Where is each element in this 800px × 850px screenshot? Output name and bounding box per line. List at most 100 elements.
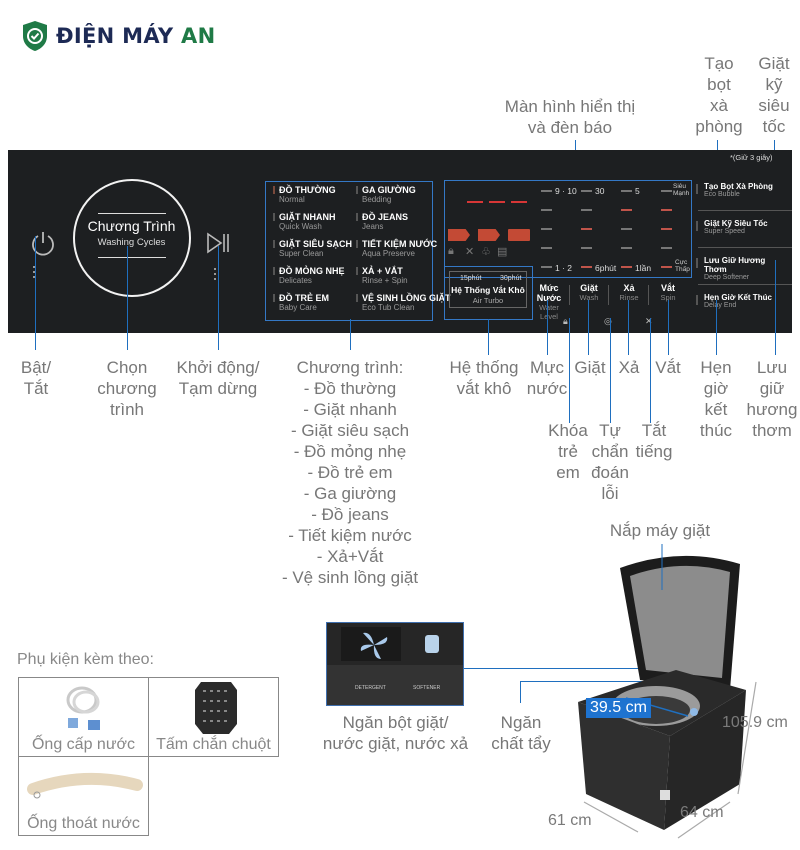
shirt-icon: ♧ bbox=[481, 246, 491, 258]
program-list-item: - Giặt siêu sạch bbox=[290, 421, 410, 440]
program-list-item: - Xả+Vắt bbox=[316, 547, 384, 566]
accessory-drain-hose: Ống thoát nước bbox=[18, 756, 149, 836]
program-indicator bbox=[356, 267, 358, 275]
program-name-en: Jeans bbox=[362, 222, 384, 231]
program-name: XẢ + VẮT bbox=[362, 266, 403, 276]
label-lid: Nắp máy giặt bbox=[609, 521, 711, 540]
program-list-item: - Giặt nhanh bbox=[303, 400, 397, 419]
brand-logo: ĐIỆN MÁY AN bbox=[22, 20, 215, 52]
indicator-light bbox=[581, 228, 592, 230]
dim-depth: 64 cm bbox=[680, 804, 724, 821]
wash-time-high: 30 bbox=[595, 186, 605, 196]
option-indicator bbox=[696, 184, 698, 194]
option-indicator bbox=[696, 258, 698, 268]
spin-stage-icon bbox=[508, 229, 530, 241]
program-list-item: - Đồ trẻ em bbox=[307, 463, 393, 482]
accessory-inlet-hose: Ống cấp nước bbox=[18, 677, 149, 757]
shield-check-icon bbox=[23, 21, 47, 51]
power-icon[interactable] bbox=[30, 230, 56, 256]
program-name: ĐỒ MỎNG NHẸ bbox=[279, 266, 345, 276]
rinse-count-high: 5 bbox=[635, 186, 640, 196]
brand-name: ĐIỆN MÁY AN bbox=[56, 24, 216, 48]
self-diagnosis-icon: ◎ bbox=[604, 316, 612, 326]
air-turbo-button[interactable]: 15phút 30phút Hệ Thống Vắt Khô Air Turbo bbox=[444, 266, 533, 320]
indicator-light bbox=[621, 190, 632, 192]
program-name-en: Quick Wash bbox=[279, 222, 322, 231]
accessory-label: Tấm chắn chuột bbox=[156, 736, 271, 753]
water-level-high: 9 · 10 bbox=[555, 186, 577, 196]
indicator-light bbox=[661, 190, 672, 192]
program-indicator bbox=[273, 186, 275, 194]
start-pause-icon[interactable] bbox=[206, 232, 232, 254]
program-dial[interactable]: Chương Trình Washing Cycles bbox=[73, 179, 191, 297]
lock-icon: 🔒︎ bbox=[448, 245, 454, 257]
accessories-table: Ống cấp nước Tấm chắn chuột Ống thoát nư… bbox=[18, 677, 279, 836]
indicator-light bbox=[581, 247, 592, 249]
air-turbo-15: 15phút bbox=[460, 275, 482, 282]
program-indicator bbox=[273, 213, 275, 221]
detergent-drawer-image: DETERGENT SOFTENER bbox=[326, 622, 464, 706]
indicator-light bbox=[661, 209, 672, 211]
rinse-count-low: 1lần bbox=[635, 263, 652, 273]
program-name: GIẶT NHANH bbox=[279, 212, 336, 222]
program-name-en: Delicates bbox=[279, 276, 312, 285]
drain-hose-image bbox=[27, 772, 143, 799]
wash-time-low: 6phút bbox=[595, 263, 617, 273]
label-power: Bật/Tắt bbox=[20, 358, 52, 398]
start-indicator bbox=[214, 268, 222, 283]
program-name-en: Super Clean bbox=[279, 249, 324, 258]
detergent-mark: DETERGENT bbox=[355, 685, 386, 691]
indicator-light bbox=[541, 190, 552, 192]
program-indicator bbox=[273, 240, 275, 248]
dial-subtitle: Washing Cycles bbox=[97, 237, 166, 248]
option-name: Tạo Bọt Xà Phòng bbox=[704, 182, 773, 191]
program-list-item: - Ga giường bbox=[303, 484, 397, 503]
label-spin: Vắt bbox=[655, 358, 681, 377]
dim-height: 105.9 cm bbox=[722, 714, 788, 731]
option-name: Lưu Giữ Hương Thơm bbox=[704, 256, 766, 274]
power-indicator bbox=[33, 266, 41, 281]
program-name: TIẾT KIỆM NƯỚC bbox=[362, 239, 438, 249]
program-name-en: Aqua Preserve bbox=[362, 249, 415, 258]
mute-icon: ✕ bbox=[465, 246, 475, 258]
option-indicator bbox=[696, 221, 698, 231]
option-name: Hẹn Giờ Kết Thúc bbox=[704, 293, 772, 302]
indicator-light bbox=[541, 209, 552, 211]
label-rinse: Xả bbox=[618, 358, 640, 377]
softener-mark: SOFTENER bbox=[413, 685, 441, 691]
program-indicator bbox=[356, 213, 358, 221]
indicator-light bbox=[541, 266, 552, 268]
rinse-stage-icon bbox=[478, 229, 500, 241]
indicator-light bbox=[621, 228, 632, 230]
divider bbox=[698, 247, 792, 248]
dial-title: Chương Trình bbox=[87, 218, 176, 234]
indicator-light bbox=[581, 190, 592, 192]
fan-icon bbox=[360, 632, 388, 659]
indicator-light bbox=[541, 247, 552, 249]
program-name-en: Normal bbox=[279, 195, 305, 204]
label-wash: Giặt bbox=[574, 358, 606, 377]
